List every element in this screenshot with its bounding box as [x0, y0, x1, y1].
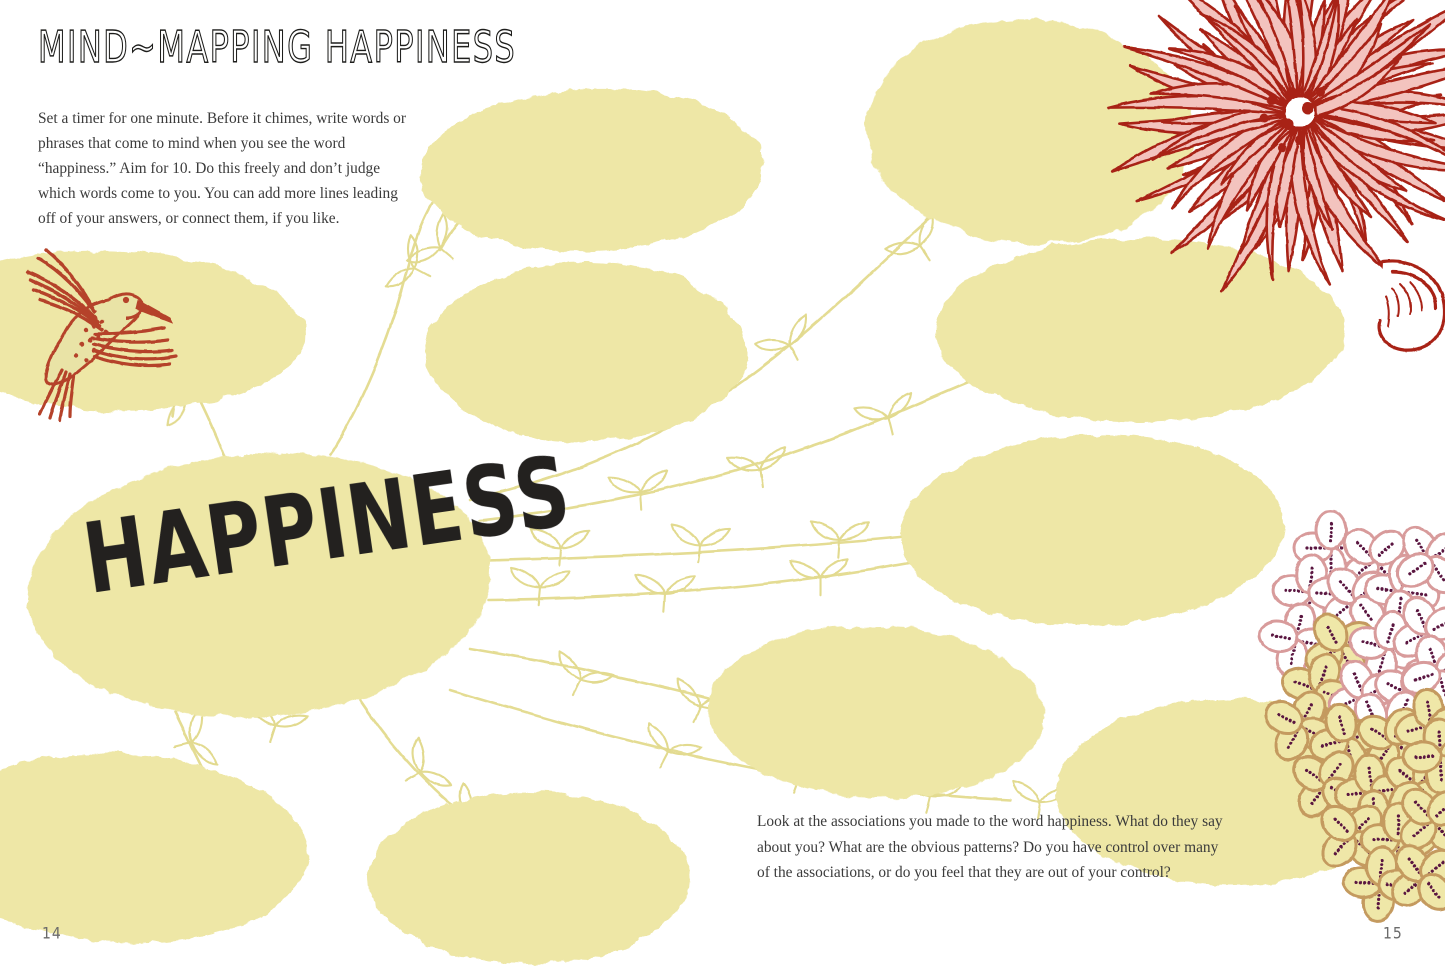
instruction-paragraph: Set a timer for one minute. Before it ch… [38, 110, 406, 227]
idea-bubble[interactable] [0, 743, 313, 953]
reflection-paragraph: Look at the associations you made to the… [757, 813, 1223, 881]
page-number-right: 15 [1383, 924, 1403, 944]
idea-bubble[interactable] [417, 83, 766, 257]
idea-bubble[interactable] [705, 620, 1047, 804]
hydrangea-illustration [1258, 509, 1445, 923]
chrysanthemum-illustration [1106, 0, 1445, 294]
idea-bubble[interactable] [426, 262, 746, 442]
idea-bubble[interactable] [860, 12, 1199, 253]
hummingbird-illustration [26, 248, 178, 422]
center-node-bubble[interactable] [18, 438, 499, 732]
red-petal-illustration [1377, 259, 1445, 352]
page-number-left: 14 [42, 924, 62, 944]
idea-bubble[interactable] [368, 792, 690, 964]
idea-bubble[interactable] [897, 428, 1287, 631]
page-title: MIND~MAPPING HAPPINESS [37, 22, 517, 74]
idea-bubble[interactable] [935, 238, 1345, 422]
